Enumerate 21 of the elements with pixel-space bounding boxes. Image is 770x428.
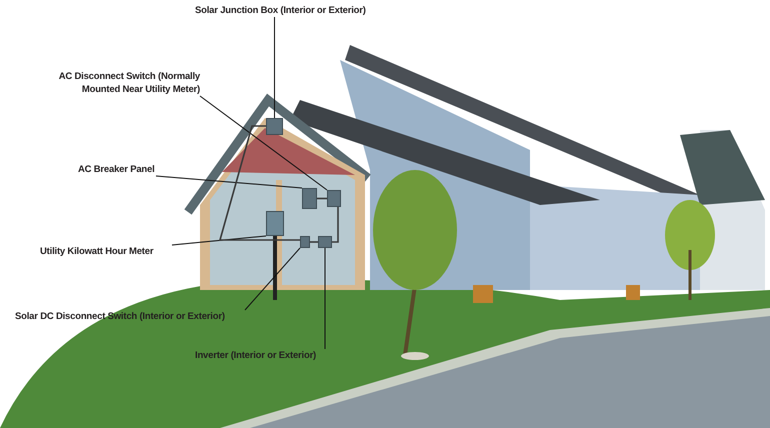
leader-line [274, 16, 275, 118]
callout-label: AC Breaker Panel [78, 163, 156, 176]
callout-label: Solar DC Disconnect Switch (Interior or Exterior) [15, 310, 245, 323]
electric-meter [266, 211, 284, 236]
junction-box [266, 118, 283, 135]
callout-label: AC Disconnect Switch (Normally Mounted Near Utility Meter) [48, 70, 200, 96]
disconnect-switch-box [327, 190, 341, 207]
inverter-box [318, 236, 332, 248]
breaker-panel [302, 188, 317, 209]
wire [310, 241, 318, 243]
leader-line [324, 248, 326, 350]
wire [317, 198, 327, 200]
wire [218, 125, 300, 241]
callout-label: Solar Junction Box (Interior or Exterior) [195, 4, 385, 17]
leader-line [156, 176, 302, 188]
leader-line [244, 248, 300, 310]
leader-line [200, 96, 328, 190]
callout-label: Utility Kilowatt Hour Meter [40, 245, 172, 258]
disconnect-switch-box [300, 236, 310, 248]
wire [332, 207, 339, 243]
callout-label: Inverter (Interior or Exterior) [195, 349, 360, 362]
